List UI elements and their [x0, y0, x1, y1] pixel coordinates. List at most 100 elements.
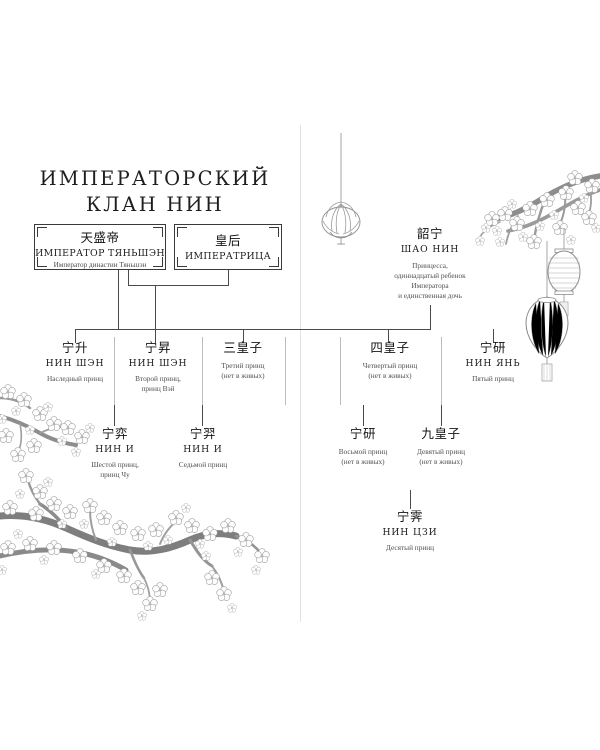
princess-name-cn: 韶宁	[416, 226, 444, 241]
child-description: Наследный принц	[30, 374, 120, 384]
child-desc-line: (нет в живых)	[419, 456, 463, 466]
child-name-cn: 三皇子	[223, 340, 263, 355]
child-desc-line: Третий принц	[221, 361, 265, 370]
column-separator	[441, 337, 442, 405]
column-separator	[114, 337, 115, 405]
corner-ornament-tr	[153, 227, 163, 237]
child-name-cn: 宁研	[479, 340, 507, 355]
node-child-2[interactable]: 宁昇 НИН ШЭН Второй принц, принц Вэй	[113, 340, 203, 393]
child-desc-line: Десятый принц	[385, 543, 435, 553]
child-name-ru: НИН ЯНЬ	[465, 358, 521, 369]
emperor-box[interactable]: 天盛帝 ИМПЕРАТОР ТЯНЬШЭН Император династии…	[34, 224, 166, 270]
child-desc-line: Наследный принц	[46, 374, 104, 384]
column-separator	[340, 337, 341, 405]
page-gutter-line	[300, 125, 301, 622]
child-name-ru: НИН ЦЗИ	[382, 527, 438, 538]
connector-drop-child8	[363, 405, 364, 426]
node-child-8[interactable]: 宁研 Восьмой принц (нет в живых)	[318, 426, 408, 466]
connector-marriage-bar	[128, 285, 229, 286]
connector-drop-child9	[441, 405, 442, 426]
princess-desc-line: одиннадцатый ребенок	[394, 271, 466, 281]
corner-ornament-tr	[269, 227, 279, 237]
child-description: Девятый принц (нет в живых)	[396, 447, 486, 466]
emperor-name-ru: ИМПЕРАТОР ТЯНЬШЭН	[35, 247, 165, 259]
connector-marriage-left	[128, 270, 129, 285]
connector-drop-child10	[410, 490, 411, 509]
child-description: Второй принц, принц Вэй	[113, 374, 203, 393]
child-desc-line: (нет в живых)	[341, 456, 385, 466]
node-child-10[interactable]: 宁霁 НИН ЦЗИ Десятый принц	[365, 509, 455, 553]
child-desc-line: принц Чу	[100, 469, 130, 479]
connector-drop-child4	[388, 329, 389, 343]
corner-ornament-bl	[177, 257, 187, 267]
lotus-lantern-icon	[321, 133, 361, 245]
connector-marriage-stem	[155, 285, 156, 329]
node-princess-shao-ning[interactable]: 韶宁 ШАО НИН Принцесса, одиннадцатый ребен…	[370, 226, 490, 301]
connector-drop-child3	[243, 329, 244, 343]
child-name-cn: 宁研	[349, 426, 377, 441]
child-desc-line: Четвертый принц	[362, 361, 418, 370]
corner-ornament-tl	[177, 227, 187, 237]
node-child-6[interactable]: 宁弈 НИН И Шестой принц, принц Чу	[70, 426, 160, 479]
child-desc-line: Девятый принц	[416, 447, 466, 456]
node-child-1[interactable]: 宁升 НИН ШЭН Наследный принц	[30, 340, 120, 384]
child-description: Восьмой принц (нет в живых)	[318, 447, 408, 466]
child-name-ru: НИН ШЭН	[45, 358, 105, 369]
princess-desc-line: Принцесса,	[412, 261, 448, 271]
empress-name-cn: 皇后	[214, 233, 241, 248]
connector-row1-bus	[75, 329, 431, 330]
child-name-ru: НИН И	[95, 444, 135, 455]
child-name-cn: 九皇子	[421, 426, 461, 441]
child-name-cn: 宁升	[61, 340, 89, 355]
corner-ornament-br	[153, 257, 163, 267]
node-child-9[interactable]: 九皇子 Девятый принц (нет в живых)	[396, 426, 486, 466]
child-desc-line: Пятый принц	[472, 374, 514, 384]
page-title-line2: КЛАН НИН	[86, 192, 224, 216]
child-description: Четвертый принц (нет в живых)	[344, 361, 436, 380]
connector-drop-child2	[155, 329, 156, 343]
empress-name-ru: ИМПЕРАТРИЦА	[184, 250, 272, 262]
connector-drop-child7	[202, 405, 203, 426]
connector-drop-child1	[75, 329, 76, 343]
child-name-ru: НИН ШЭН	[128, 358, 188, 369]
connector-marriage-right	[228, 270, 229, 285]
princess-name-ru: ШАО НИН	[400, 244, 460, 255]
child-desc-line: Второй принц,	[135, 374, 181, 384]
node-child-3[interactable]: 三皇子 Третий принц (нет в живых)	[199, 340, 287, 380]
node-child-7[interactable]: 宁羿 НИН И Седьмой принц	[158, 426, 248, 470]
child-name-cn: 宁羿	[189, 426, 217, 441]
child-desc-line: принц Вэй	[141, 383, 175, 393]
princess-desc-line: и единственная дочь	[398, 291, 462, 301]
node-child-4[interactable]: 四皇子 Четвертый принц (нет в живых)	[344, 340, 436, 380]
child-name-ru: НИН И	[183, 444, 223, 455]
emperor-description: Император династии Тяньшэн	[53, 260, 147, 269]
child-name-cn: 宁弈	[101, 426, 129, 441]
child-desc-line: Шестой принц,	[91, 460, 139, 470]
child-desc-line: Седьмой принц	[178, 460, 228, 470]
corner-ornament-tl	[37, 227, 47, 237]
cherry-blossom-branch-mid-left	[0, 384, 96, 463]
child-desc-line: (нет в живых)	[368, 370, 412, 380]
connector-princess-stem	[430, 305, 431, 329]
child-description: Десятый принц	[365, 543, 455, 553]
child-name-cn: 宁昇	[144, 340, 172, 355]
child-description: Шестой принц, принц Чу	[70, 460, 160, 479]
princess-desc-line: Императора	[411, 281, 449, 291]
connector-drop-child5	[493, 329, 494, 343]
empress-box[interactable]: 皇后 ИМПЕРАТРИЦА	[174, 224, 282, 270]
column-separator	[285, 337, 286, 405]
connector-emperor-stem	[118, 270, 119, 329]
child-desc-line: Восьмой принц	[338, 447, 388, 456]
child-description: Третий принц (нет в живых)	[199, 361, 287, 380]
child-name-cn: 四皇子	[370, 340, 410, 355]
page-title-line1: ИМПЕРАТОРСКИЙ	[39, 167, 271, 190]
hanging-lantern-icon-lower	[525, 241, 569, 382]
node-child-5[interactable]: 宁研 НИН ЯНЬ Пятый принц	[449, 340, 537, 384]
connector-drop-child6	[114, 405, 115, 426]
emperor-name-cn: 天盛帝	[80, 230, 120, 245]
princess-description: Принцесса, одиннадцатый ребенок Императо…	[370, 261, 490, 301]
child-description: Пятый принц	[449, 374, 537, 384]
corner-ornament-bl	[37, 257, 47, 267]
column-separator	[202, 337, 203, 405]
